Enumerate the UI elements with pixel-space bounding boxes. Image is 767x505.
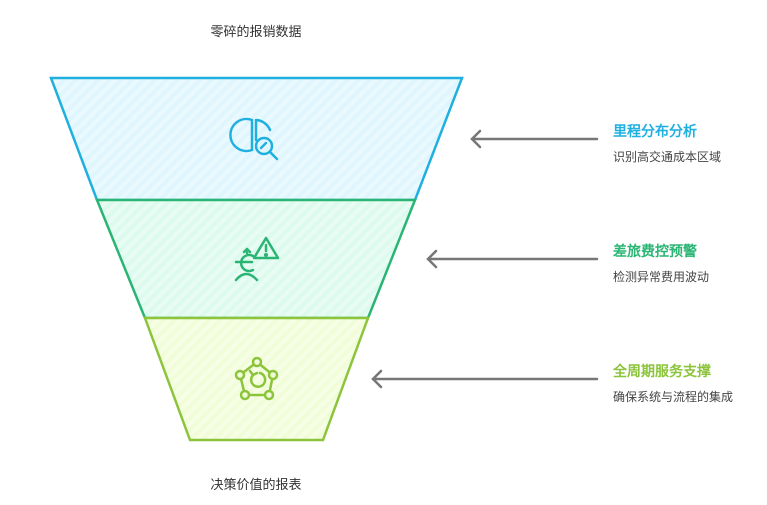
stage-2-desc: 检测异常费用波动 bbox=[613, 269, 709, 284]
top-label: 零碎的报销数据 bbox=[210, 24, 301, 40]
cycle-network-icon bbox=[234, 356, 279, 401]
stage-1 bbox=[49, 76, 464, 202]
stage-1-desc: 识别高交通成本区域 bbox=[613, 149, 721, 164]
arrow-3 bbox=[371, 369, 599, 389]
stage-3 bbox=[143, 316, 370, 442]
stage-3-title: 全周期服务支撑 bbox=[612, 363, 711, 380]
stage-2-title: 差旅费控预警 bbox=[613, 243, 697, 260]
stage-3-desc: 确保系统与流程的集成 bbox=[613, 389, 733, 404]
euro-person-warning-icon bbox=[234, 236, 280, 282]
bottom-label: 决策价值的报表 bbox=[210, 477, 301, 493]
arrow-1 bbox=[470, 129, 599, 149]
arrow-2 bbox=[426, 249, 599, 269]
stage-1-title: 里程分布分析 bbox=[613, 123, 697, 140]
stage-2 bbox=[95, 198, 417, 320]
pie-chart-search-icon bbox=[229, 117, 279, 161]
